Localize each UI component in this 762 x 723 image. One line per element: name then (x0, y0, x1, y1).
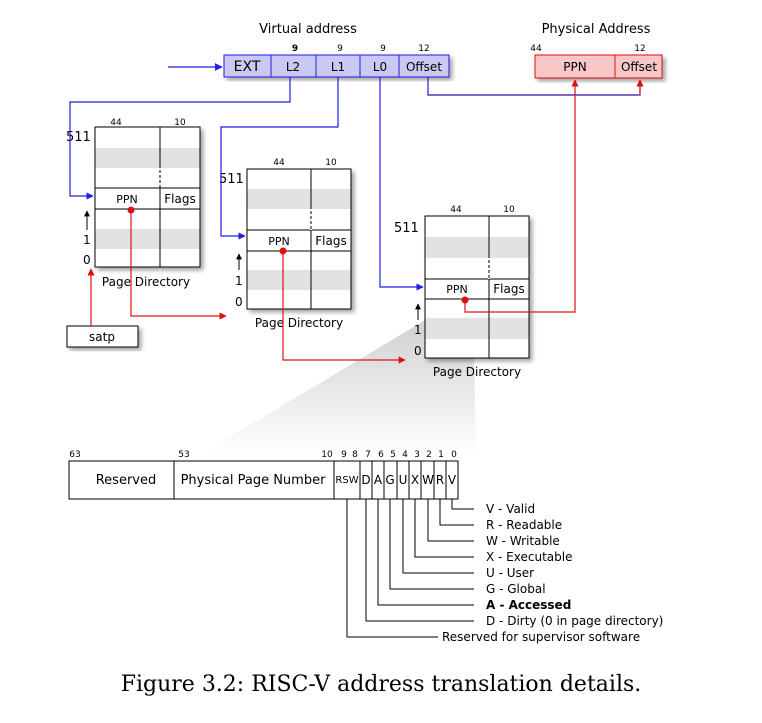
pte-flag-u: U (399, 473, 408, 487)
virtual-address: Virtual address 9 9 9 12 EXT L2 L1 L0 Of… (223, 22, 450, 78)
pte-flag-v: V (448, 473, 457, 487)
va-field-l2: L2 (286, 60, 300, 74)
dir3-index-511: 511 (394, 221, 419, 236)
dir3-width-flags: 10 (503, 205, 515, 215)
legend-global: G - Global (486, 582, 546, 596)
legend-dirty: D - Dirty (0 in page directory) (486, 614, 663, 628)
legend-user: U - User (486, 566, 534, 580)
dir3-flags-label: Flags (493, 282, 524, 296)
dir1-caption: Page Directory (102, 275, 190, 289)
pte-reserved: Reserved (96, 473, 157, 488)
pte-legend-connectors (346, 499, 474, 638)
figure-caption: Figure 3.2: RISC-V address translation d… (120, 672, 642, 697)
dir2-index-511: 511 (219, 172, 244, 187)
va-width-l0: 9 (380, 44, 386, 54)
dir2-caption: Page Directory (255, 316, 343, 330)
legend-readable: R - Readable (486, 518, 562, 532)
legend-valid: V - Valid (486, 502, 535, 516)
dir3-width-ppn: 44 (450, 205, 462, 215)
pte-flag-r: R (436, 473, 444, 487)
dir1-ppn-dot (127, 206, 135, 214)
dir2-flags-label: Flags (315, 234, 346, 248)
dir1-ppn-label: PPN (116, 193, 138, 206)
dir3-caption: Page Directory (433, 365, 521, 379)
dir3-index-1: 1 (414, 323, 422, 337)
dir2-ppn-dot (279, 247, 287, 255)
pte-bit-10: 10 (321, 450, 333, 460)
pte-bit-4: 4 (402, 450, 408, 460)
pte-flag-x: X (411, 473, 419, 487)
pte-format: 63 53 10 9 8 7 6 5 4 3 2 1 0 Reserved Ph… (68, 450, 459, 500)
pte-bit-5: 5 (390, 450, 396, 460)
dir2-width-flags: 10 (325, 158, 337, 168)
pte-bit-8: 8 (352, 450, 358, 460)
zoom-projection (200, 292, 476, 455)
pte-flag-g: G (385, 473, 394, 487)
va-width-offset: 12 (418, 44, 429, 54)
dir3-index-0: 0 (414, 344, 422, 358)
legend-executable: X - Executable (486, 550, 572, 564)
pte-bit-2: 2 (426, 450, 432, 460)
dir3-ppn-label: PPN (446, 283, 468, 296)
offset-copy-line (427, 77, 641, 96)
l1-index-arrow (220, 77, 339, 240)
pte-flag-d: D (361, 473, 370, 487)
legend-accessed: A - Accessed (486, 598, 571, 612)
pte-bit-1: 1 (438, 450, 444, 460)
va-field-ext: EXT (234, 59, 261, 75)
va-width-l2: 9 (292, 44, 298, 54)
dir1-index-1: 1 (83, 233, 91, 247)
dir1-flags-label: Flags (164, 192, 195, 206)
dir2-ppn-arrow (282, 251, 406, 364)
legend-writable: W - Writable (486, 534, 560, 548)
pa-field-ppn: PPN (563, 60, 586, 74)
pte-bit-63: 63 (69, 450, 80, 460)
page-directory-1: 44 10 511 1 0 PPN Flags Page Directory (66, 118, 201, 289)
page-directory-2: 44 10 511 1 0 PPN Flags Page Directory (219, 158, 352, 330)
satp-label: satp (89, 330, 115, 344)
pa-width-ppn: 44 (530, 44, 542, 54)
legend-rsw: Reserved for supervisor software (442, 630, 640, 644)
dir3-ppn-arrow (464, 79, 579, 313)
dir1-ppn-arrow (130, 210, 227, 320)
l2-index-arrow (69, 77, 291, 200)
pa-field-offset: Offset (621, 60, 657, 74)
pte-flag-w: W (422, 473, 434, 487)
dir3-ppn-dot (461, 296, 469, 304)
pte-rsw: RSW (335, 475, 358, 486)
satp-register: satp (66, 325, 139, 348)
physical-address: Physical Address 44 12 PPN Offset (530, 22, 663, 79)
dir1-index-0: 0 (83, 253, 91, 267)
pte-bit-6: 6 (378, 450, 384, 460)
dir2-width-ppn: 44 (273, 158, 285, 168)
va-field-l1: L1 (331, 60, 345, 74)
pte-physical-page-number: Physical Page Number (181, 473, 326, 488)
pte-bit-0: 0 (451, 450, 457, 460)
va-width-l1: 9 (337, 44, 343, 54)
dir1-width-ppn: 44 (110, 118, 122, 128)
pte-bit-7: 7 (365, 450, 371, 460)
pte-bit-9: 9 (341, 450, 347, 460)
dir2-index-1: 1 (235, 274, 243, 288)
va-field-l0: L0 (373, 60, 387, 74)
page-directory-3: 44 10 511 1 0 PPN Flags Page Directory (394, 205, 530, 379)
dir1-width-flags: 10 (174, 118, 186, 128)
pte-legend: V - Valid R - Readable W - Writable X - … (442, 502, 663, 644)
pa-width-offset: 12 (634, 44, 645, 54)
dir1-index-511: 511 (66, 130, 91, 145)
physical-address-title: Physical Address (542, 22, 651, 37)
pte-bit-53: 53 (178, 450, 189, 460)
l0-index-arrow (379, 77, 424, 291)
pte-bit-3: 3 (414, 450, 420, 460)
virtual-address-title: Virtual address (259, 22, 357, 37)
va-field-offset: Offset (406, 60, 442, 74)
address-translation-diagram: Virtual address 9 9 9 12 EXT L2 L1 L0 Of… (66, 22, 663, 644)
dir2-index-0: 0 (235, 295, 243, 309)
pte-flag-a: A (374, 473, 383, 487)
dir2-ppn-label: PPN (268, 235, 290, 248)
